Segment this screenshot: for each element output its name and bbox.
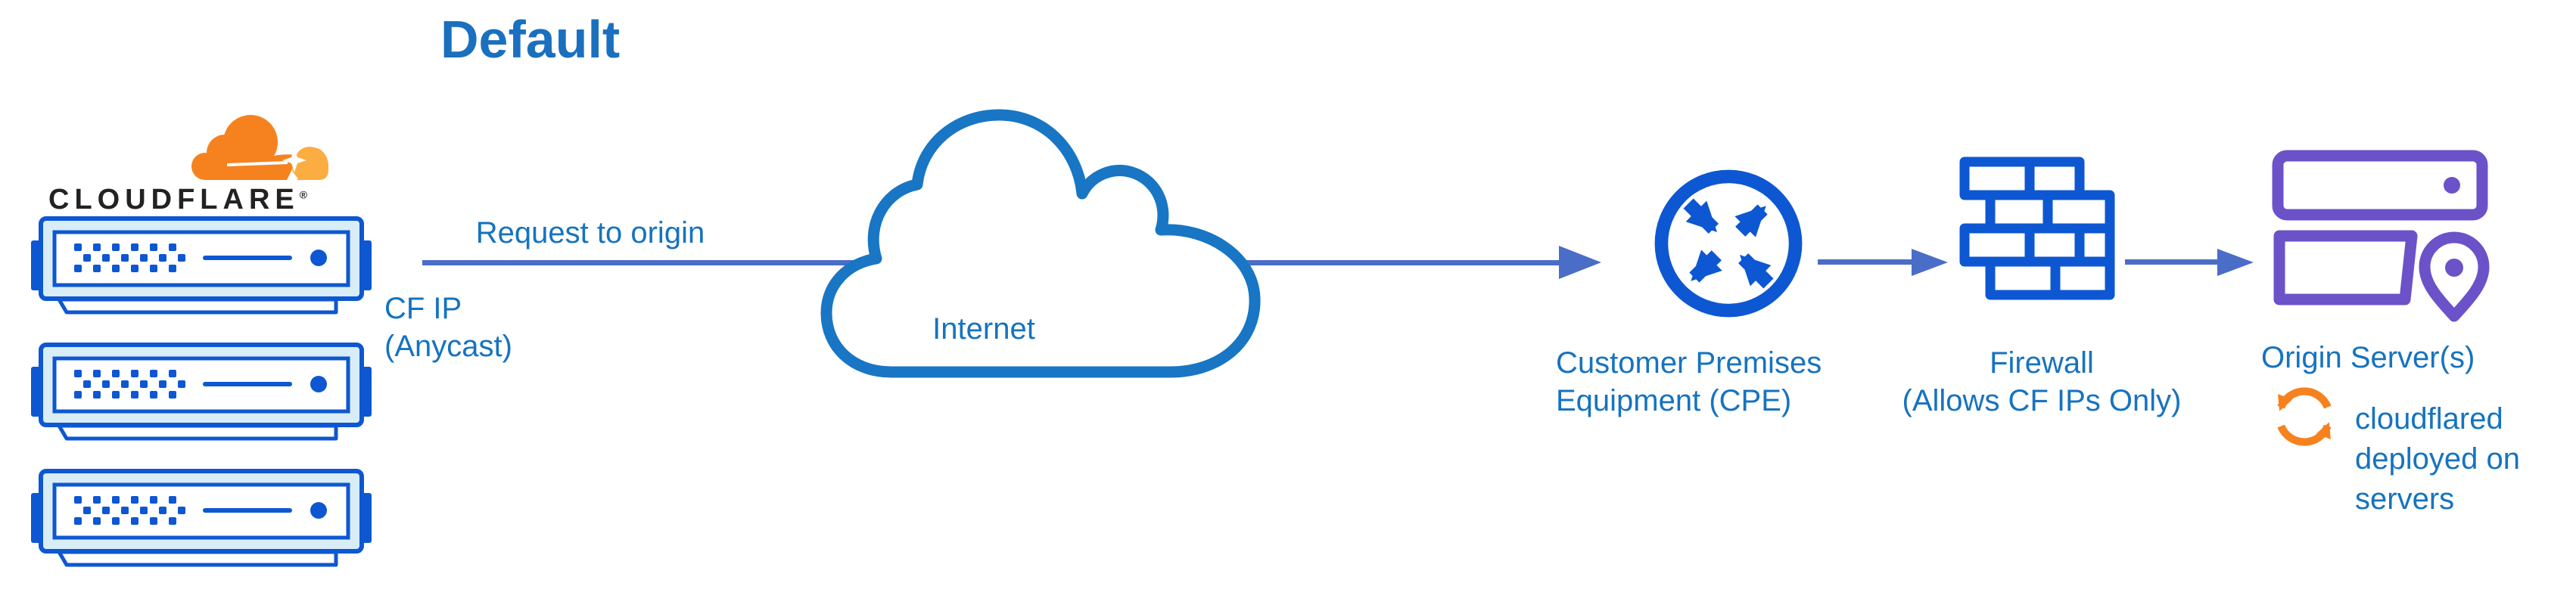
cloudflared-sync-icon xyxy=(2277,387,2332,446)
registered-mark: ® xyxy=(299,188,308,201)
cpe-label-line1: Customer Premises xyxy=(1556,346,1822,380)
cloudflared-note-line1: cloudflared xyxy=(2355,402,2503,436)
cloudflare-logo-icon xyxy=(191,115,328,181)
internet-label: Internet xyxy=(932,312,1035,346)
edge-server-icon xyxy=(30,469,372,569)
cf-ip-line2: (Anycast) xyxy=(384,330,512,363)
firewall-icon xyxy=(1959,157,2115,300)
server-led-dot xyxy=(2444,177,2460,194)
cf-ip-line1: CF IP xyxy=(384,292,462,325)
internet-cloud-icon xyxy=(820,109,1261,378)
cpe-label-line2: Equipment (CPE) xyxy=(1556,384,1792,417)
firewall-label: Firewall (Allows CF IPs Only) xyxy=(1890,344,2193,420)
request-to-origin-label: Request to origin xyxy=(475,216,705,250)
flow-arrowhead-firewall-to-origin xyxy=(2217,249,2254,276)
edge-server-icon xyxy=(30,343,372,442)
cf-ip-anycast-label: CF IP (Anycast) xyxy=(384,290,512,365)
origin-servers-icon xyxy=(2272,150,2490,322)
cloudflared-note: cloudflared deployed on servers xyxy=(2355,399,2520,519)
brand-name: CLOUDFLARE xyxy=(48,184,300,216)
cloudflared-note-line3: servers xyxy=(2355,482,2455,516)
cpe-label: Customer Premises Equipment (CPE) xyxy=(1556,344,1822,420)
firewall-label-line2: (Allows CF IPs Only) xyxy=(1902,384,2182,417)
pin-dot xyxy=(2445,259,2463,277)
edge-server-icon xyxy=(31,216,372,315)
flow-arrow-firewall-to-origin xyxy=(2125,259,2217,265)
cloudflared-note-line2: deployed on xyxy=(2355,442,2520,476)
flow-arrowhead-cpe-to-firewall xyxy=(1912,249,1948,276)
cloudflare-wordmark: CLOUDFLARE® xyxy=(48,184,307,216)
origin-servers-label: Origin Server(s) xyxy=(2261,341,2475,374)
page-title: Default xyxy=(440,10,621,69)
flow-arrow-cpe-to-firewall xyxy=(1818,259,1912,265)
cpe-router-icon xyxy=(1654,169,1803,318)
firewall-label-line1: Firewall xyxy=(1990,346,2094,380)
flow-arrowhead-to-cpe xyxy=(1559,246,1601,279)
